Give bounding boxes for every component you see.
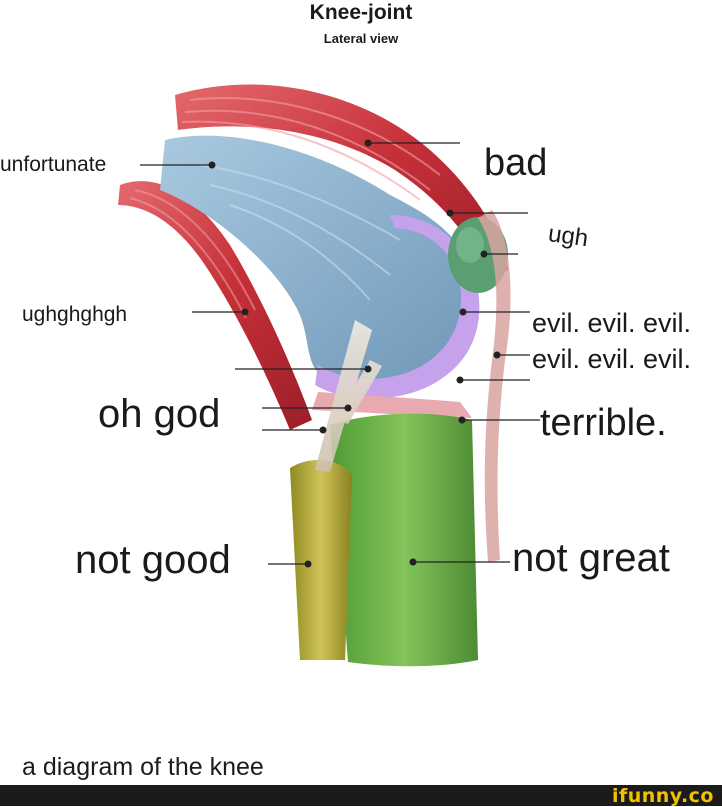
femur-bone (160, 135, 472, 387)
quadriceps-muscle (175, 84, 508, 280)
footer-bar: ifunny.co (0, 785, 722, 807)
label-ughghghgh: ughghghgh (22, 303, 128, 326)
caption-text: a diagram of the knee (22, 753, 264, 781)
hamstring-fibers (129, 189, 256, 319)
femur-texture (199, 164, 401, 301)
leader-dots (208, 139, 501, 568)
label-ugh: ugh (546, 220, 590, 253)
tibia-bone (330, 413, 478, 667)
leader-lines (140, 142, 540, 565)
articular-cartilage (315, 215, 480, 399)
label-oh-god: oh god (98, 392, 221, 436)
label-not-good: not good (75, 538, 231, 582)
diagram-title: Knee-joint (309, 1, 413, 24)
patellar-tendon (478, 210, 511, 562)
patella-highlight (456, 227, 484, 263)
label-terrible: terrible. (540, 402, 667, 444)
label-not-great: not great (512, 536, 670, 580)
hamstring-muscle (118, 181, 312, 430)
fibula-bone (290, 459, 352, 660)
label-bad: bad (484, 142, 548, 184)
label-evil-2: evil. evil. evil. (532, 344, 692, 374)
quadriceps-fibers (181, 97, 441, 201)
ifunny-watermark[interactable]: ifunny.co (611, 785, 714, 807)
posterior-ligaments (315, 320, 382, 472)
diagram-subtitle: Lateral view (323, 31, 399, 46)
label-evil-1: evil. evil. evil. (532, 308, 692, 338)
label-unfortunate: unfortunate (0, 153, 107, 176)
